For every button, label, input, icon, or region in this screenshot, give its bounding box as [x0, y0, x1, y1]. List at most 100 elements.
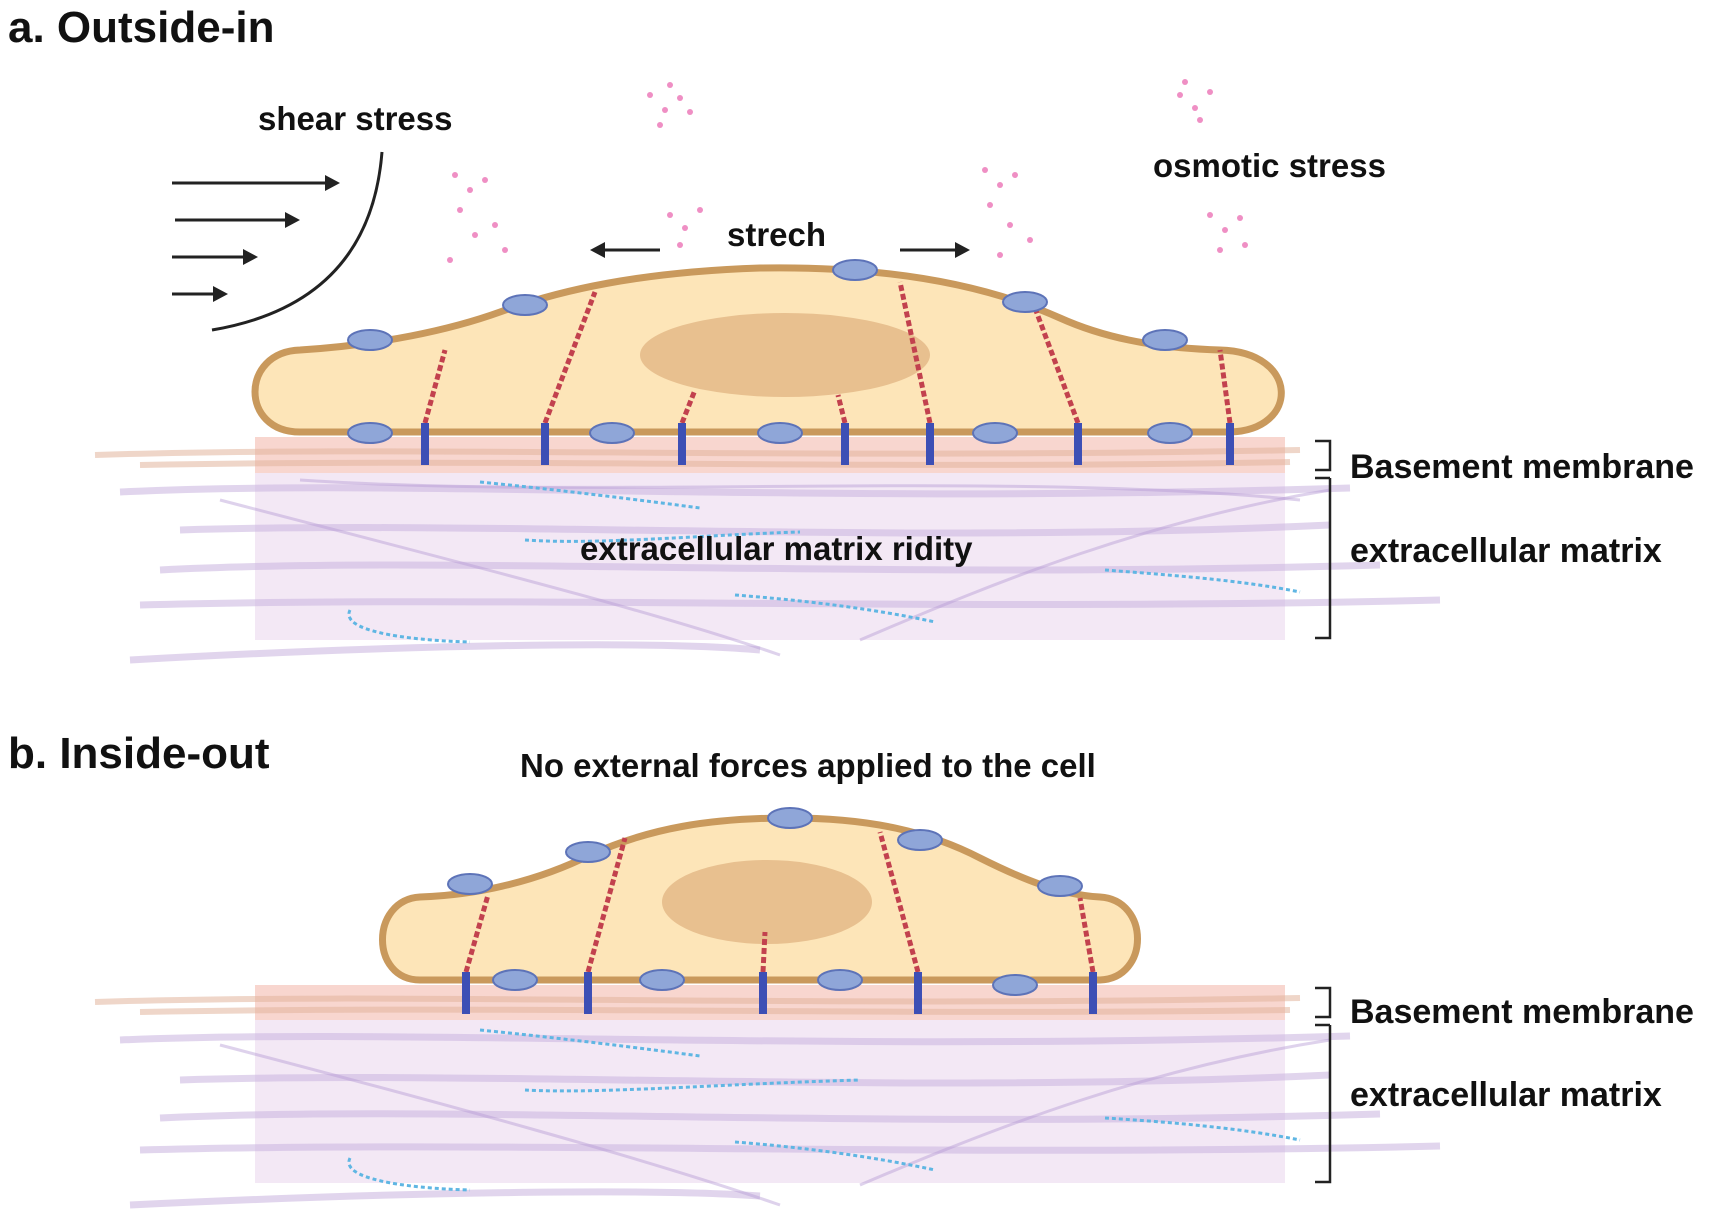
ecm-band-a [255, 470, 1285, 640]
actin-filament [1077, 897, 1096, 973]
ecm-fiber [139, 596, 1441, 609]
basement-membrane-layer-a [94, 437, 1301, 473]
ecm-fiber [859, 1038, 1331, 1187]
actin-filament [877, 831, 921, 973]
integrin [584, 972, 592, 1014]
stretch-indicator [590, 242, 970, 258]
integrins-b [462, 972, 1097, 1014]
collagen-fiber [479, 480, 701, 510]
actin-filament [542, 291, 598, 424]
receptor [832, 259, 878, 281]
integrin [421, 423, 429, 465]
no-external-forces-label: No external forces applied to the cell [520, 747, 1096, 784]
integrin [678, 423, 686, 465]
basement-membrane-bracket-b [1315, 986, 1332, 1019]
integrin [841, 423, 849, 465]
integrin [759, 972, 767, 1014]
collagen-fiber [479, 1028, 701, 1058]
receptor [992, 974, 1038, 996]
receptor [897, 829, 943, 851]
collagen-fiber [734, 1140, 936, 1172]
panel-inside-out: b. Inside-out No external forces applied… [8, 729, 1694, 1209]
arrowhead [590, 242, 605, 258]
extracellular-matrix-layer-a [119, 470, 1441, 664]
shear-stress-indicator [172, 151, 384, 332]
ecm-fiber [219, 498, 781, 657]
receptors-b [447, 807, 1083, 996]
receptor [972, 422, 1018, 444]
actin-filament [679, 389, 698, 424]
panel-outside-in: a. Outside-in [8, 3, 1694, 664]
receptor [492, 969, 538, 991]
receptor [767, 807, 813, 829]
ecm-fiber [159, 1110, 1381, 1123]
receptor [757, 422, 803, 444]
arrowhead [243, 249, 258, 265]
actin-filament [897, 281, 933, 424]
integrins-a [421, 423, 1234, 465]
receptor [565, 841, 611, 863]
receptor [589, 422, 635, 444]
shear-flow-profile [211, 151, 384, 332]
ecm-bracket-a [1315, 476, 1332, 640]
ecm-fiber [179, 521, 1331, 537]
receptor [347, 422, 393, 444]
shear-stress-label: shear stress [258, 100, 452, 137]
actin-filament [760, 931, 768, 973]
integrin [541, 423, 549, 465]
panel-a-title: a. Outside-in [8, 3, 274, 52]
bm-fiber [139, 1006, 1291, 1015]
actin-filament [463, 894, 491, 973]
ecm-rigidity-label: extracellular matrix ridity [580, 530, 973, 567]
basement-membrane-label-a: Basement membrane [1350, 448, 1694, 486]
bm-fiber [139, 459, 1291, 468]
arrowhead [325, 175, 340, 191]
integrin [926, 423, 934, 465]
bm-fiber [94, 995, 1301, 1005]
arrowhead [955, 242, 970, 258]
nucleus-a [640, 313, 930, 397]
ecm-fiber [119, 484, 1351, 498]
basement-membrane-label-b: Basement membrane [1350, 993, 1694, 1031]
integrin [1226, 423, 1234, 465]
basement-membrane-bracket-a [1315, 439, 1332, 472]
receptor [502, 294, 548, 316]
actin-filament [1217, 349, 1233, 424]
collagen-fiber [347, 609, 471, 644]
extracellular-matrix-label-a: extracellular matrix [1350, 532, 1662, 570]
ecm-fiber [219, 1043, 781, 1207]
actin-filament [1032, 307, 1081, 424]
receptor [1142, 329, 1188, 351]
ecm-bracket-b [1315, 1023, 1332, 1184]
receptor [447, 873, 493, 895]
extracellular-matrix-label-b: extracellular matrix [1350, 1076, 1662, 1114]
ecm-fiber [179, 1071, 1331, 1087]
osmotic-stress-label: osmotic stress [1153, 147, 1386, 184]
collagen-fiber [1104, 1116, 1301, 1142]
ecm-fiber [299, 478, 1301, 502]
panel-b-title: b. Inside-out [8, 729, 270, 778]
collagen-fiber [347, 1157, 471, 1192]
ecm-fiber [859, 488, 1331, 642]
stretch-label: strech [727, 216, 826, 253]
arrowhead [285, 212, 300, 228]
arrowhead [213, 286, 228, 302]
ecm-fiber [159, 561, 1381, 574]
actin-filament [422, 349, 448, 424]
integrin [1089, 972, 1097, 1014]
ecm-fiber [129, 1188, 761, 1209]
integrin [462, 972, 470, 1014]
collagen-fiber [524, 530, 801, 543]
collagen-fiber [524, 1078, 861, 1093]
nucleus-b [662, 860, 872, 944]
receptor [639, 969, 685, 991]
bm-fiber [94, 447, 1301, 458]
receptors-a [347, 259, 1193, 444]
basement-membrane-layer-b [94, 985, 1301, 1020]
integrin [914, 972, 922, 1014]
receptor [817, 969, 863, 991]
receptor [1037, 875, 1083, 897]
collagen-fiber [734, 593, 936, 624]
ecm-fiber [119, 1032, 1351, 1046]
